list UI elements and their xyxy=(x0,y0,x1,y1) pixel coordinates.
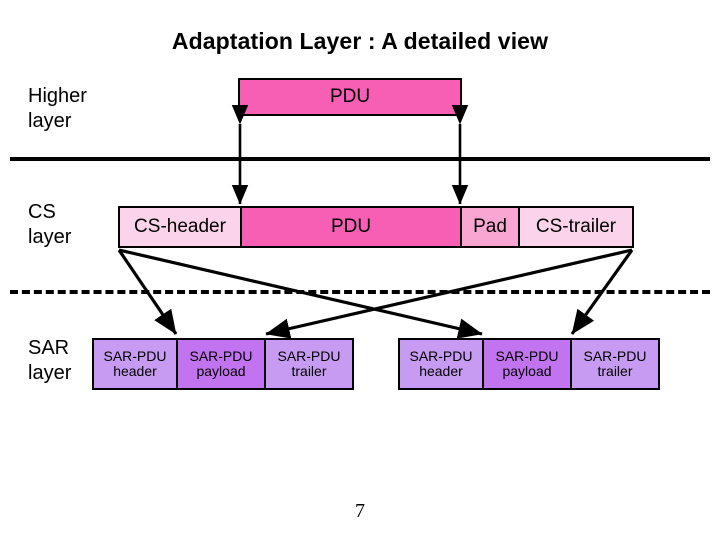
sar-pdu-payload-label-1: SAR-PDU payload xyxy=(189,348,253,379)
divider-higher-cs xyxy=(10,157,710,161)
cs-header-label: CS-header xyxy=(134,216,226,238)
sar-pdu-header-label-2: SAR-PDU header xyxy=(409,348,473,379)
sar-pdu-header-label-1: SAR-PDU header xyxy=(103,348,167,379)
page-number: 7 xyxy=(355,500,365,522)
cs-header-box: CS-header xyxy=(118,206,242,248)
sar-pdu-payload-box-2: SAR-PDU payload xyxy=(482,338,572,390)
sar-pdu-trailer-label-2: SAR-PDU trailer xyxy=(583,348,647,379)
cs-pad-box: Pad xyxy=(460,206,520,248)
cs-pdu-box: PDU xyxy=(240,206,462,248)
divider-cs-sar xyxy=(10,290,710,294)
sar-pdu-payload-label-2: SAR-PDU payload xyxy=(495,348,559,379)
cs-trailer-box: CS-trailer xyxy=(518,206,634,248)
higher-layer-pdu-box: PDU xyxy=(238,78,462,116)
sar-pdu-trailer-label-1: SAR-PDU trailer xyxy=(277,348,341,379)
sar-pdu-payload-box-1: SAR-PDU payload xyxy=(176,338,266,390)
layer-label-higher: Higher layer xyxy=(28,85,87,132)
sar-pdu-trailer-box-1: SAR-PDU trailer xyxy=(264,338,354,390)
cs-pdu-label: PDU xyxy=(330,216,372,238)
cs-pad-label: Pad xyxy=(473,216,507,238)
sar-pdu-trailer-box-2: SAR-PDU trailer xyxy=(570,338,660,390)
layer-label-sar: SAR layer xyxy=(28,337,72,384)
page-title: Adaptation Layer : A detailed view xyxy=(171,28,549,54)
layer-label-cs: CS layer xyxy=(28,201,72,248)
sar-pdu-header-box-1: SAR-PDU header xyxy=(92,338,178,390)
sar-pdu-header-box-2: SAR-PDU header xyxy=(398,338,484,390)
cs-trailer-label: CS-trailer xyxy=(535,216,617,238)
higher-layer-pdu-label: PDU xyxy=(329,86,371,108)
